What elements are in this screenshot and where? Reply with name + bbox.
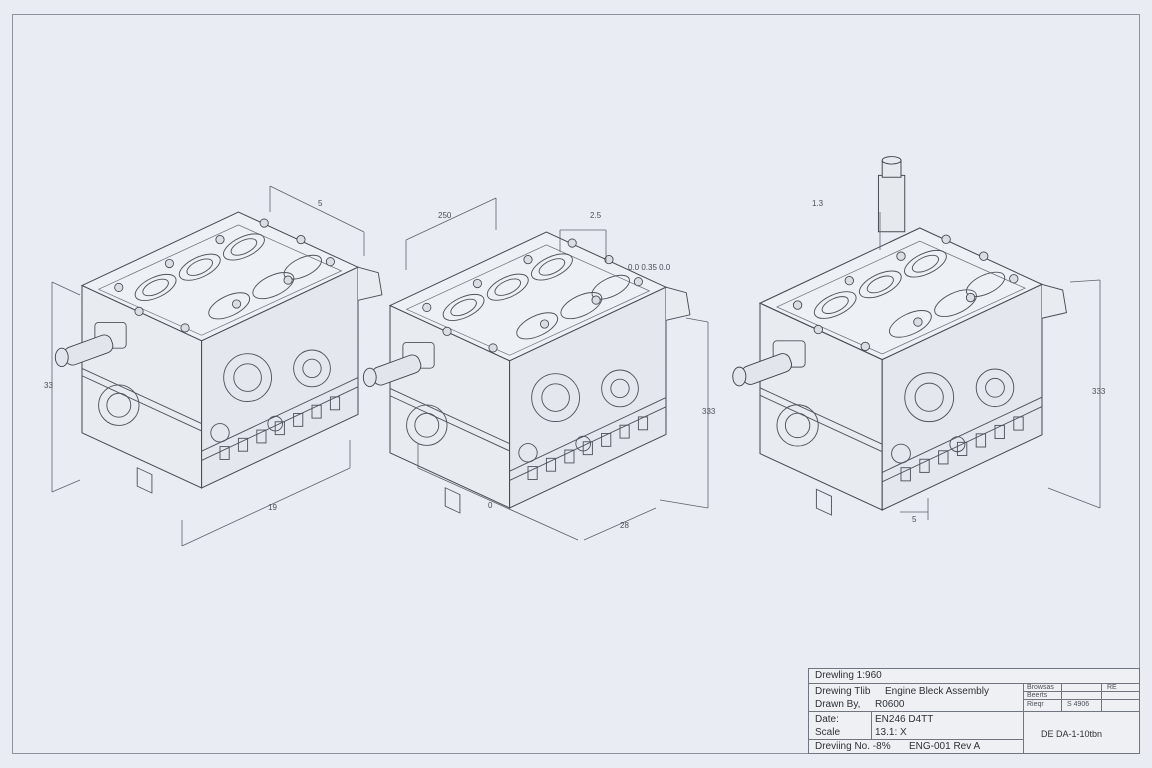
dim-label-view1-top: 5 bbox=[318, 199, 323, 208]
dim-label-view1-left: 33 bbox=[44, 381, 53, 390]
scale-label: Scale bbox=[815, 727, 841, 738]
revision-label: RE bbox=[1107, 684, 1117, 691]
title-block: Drewling 1:960 Drewing Tlib Engine Bleck… bbox=[808, 668, 1140, 754]
scale-value: 13.1: X bbox=[875, 727, 907, 738]
drawn-by-label: Drawn By, bbox=[815, 699, 861, 710]
engine-block-view-2 bbox=[362, 231, 691, 514]
dim-label-view3-bottom: 5 bbox=[912, 515, 917, 524]
dim-label-view3-right: 333 bbox=[1092, 387, 1106, 396]
dimension-lines bbox=[51, 185, 1101, 547]
engine-block-view-3 bbox=[732, 156, 1067, 516]
title-block-small-1: Browsas bbox=[1027, 684, 1054, 691]
dim-label-view2-top-right: 2.5 bbox=[590, 211, 602, 220]
drawing-number-value: ENG-001 Rev A bbox=[909, 741, 981, 752]
dim-label-view2-right-note: 0.0 0.35 0.0 bbox=[628, 263, 671, 272]
dim-label-view2-bottom-right: 28 bbox=[620, 521, 629, 530]
dim-label-view3-top: 1.3 bbox=[812, 199, 824, 208]
title-block-footer-right: DE DA-1-10tbn bbox=[1041, 729, 1103, 739]
dim-label-view2-right: 333 bbox=[702, 407, 716, 416]
dim-label-view2-top: 250 bbox=[438, 211, 452, 220]
drawing-scale-label: Drewling 1:960 bbox=[815, 670, 882, 681]
drawing-number-label: Dreviing No. -8% bbox=[815, 741, 891, 752]
drawing-title-label: Drewing Tlib bbox=[815, 686, 871, 697]
drawing-border bbox=[12, 14, 1140, 754]
drawn-by-value: R0600 bbox=[875, 699, 905, 710]
date-value: EN246 D4TT bbox=[875, 714, 934, 725]
dim-label-view2-bottom: 0 bbox=[488, 501, 493, 510]
engine-block-view-1 bbox=[54, 211, 383, 494]
title-block-small-2: Beerts bbox=[1027, 692, 1048, 699]
date-label: Date: bbox=[815, 714, 839, 725]
title-block-small-3: Rieqr bbox=[1027, 701, 1044, 708]
title-block-small-4: S 4906 bbox=[1067, 701, 1090, 708]
dim-label-view1-bottom: 19 bbox=[268, 503, 277, 512]
drawing-title-value: Engine Bleck Assembly bbox=[885, 686, 989, 697]
